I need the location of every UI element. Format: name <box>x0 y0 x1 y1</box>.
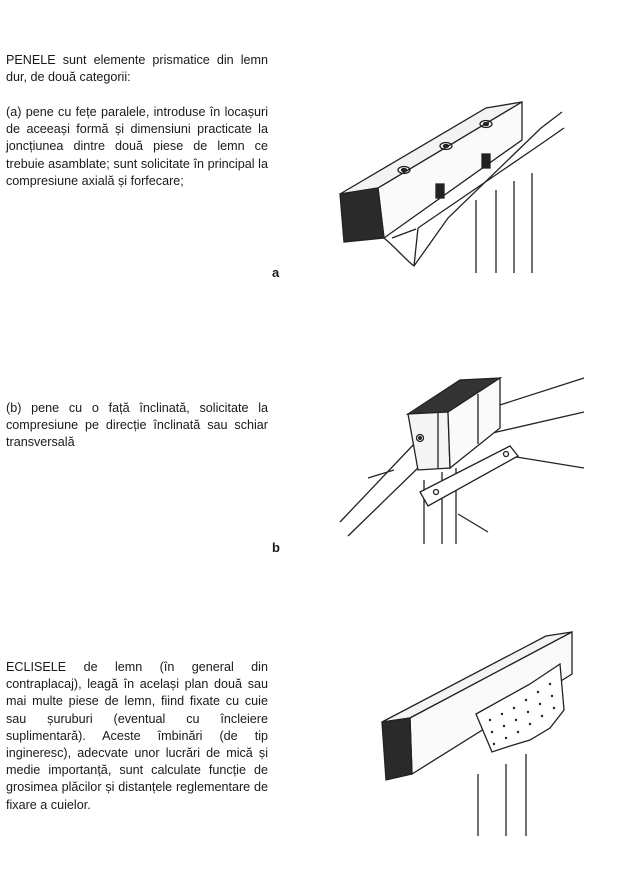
item-a-paragraph: (a) pene cu fețe paralele, introduse în … <box>6 104 268 190</box>
item-a-text: (a) pene cu fețe paralele, introduse în … <box>6 105 268 188</box>
item-b-paragraph: (b) pene cu o față înclinată, solicitate… <box>6 400 268 452</box>
figure-b-drawing <box>339 376 585 544</box>
figure-b-label: b <box>272 540 280 555</box>
figure-a-drawing <box>339 100 565 273</box>
figure-c-drawing <box>381 630 573 836</box>
figure-a-label: a <box>272 265 280 280</box>
item-b-text: (b) pene cu o față înclinată, solicitate… <box>6 401 268 450</box>
eclise-text: ECLISELE de lemn (în general din contrap… <box>6 660 268 812</box>
eclise-paragraph: ECLISELE de lemn (în general din contrap… <box>6 659 268 814</box>
intro-paragraph: PENELE sunt elemente prismatice din lemn… <box>6 52 268 86</box>
intro-text: PENELE sunt elemente prismatice din lemn… <box>6 53 268 85</box>
